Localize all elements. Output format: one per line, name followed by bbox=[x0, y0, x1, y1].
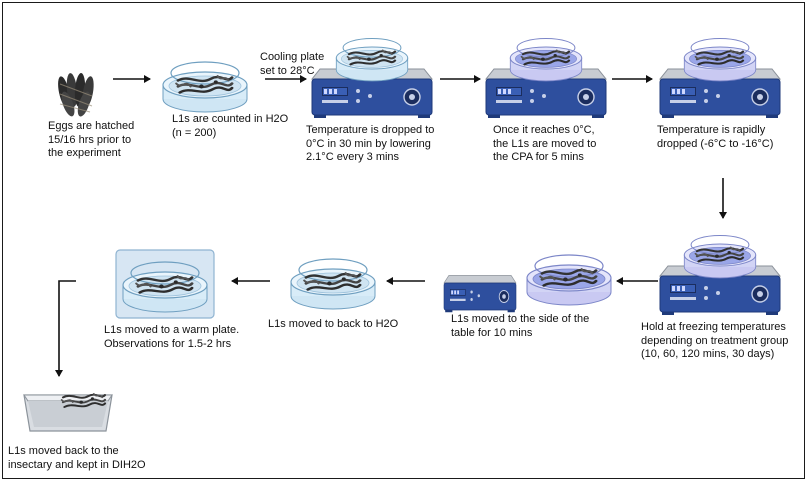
petri-dish-icon bbox=[527, 255, 611, 305]
cooling-plate-label: Cooling plate set to 28°C bbox=[260, 51, 325, 77]
petri-dish-icon bbox=[291, 259, 375, 309]
egg-cluster-icon bbox=[58, 73, 94, 117]
insectary-tray-icon bbox=[23, 392, 113, 432]
step-insectary-label: L1s moved back to the insectary and kept… bbox=[8, 445, 146, 471]
step-warm-label: L1s moved to a warm plate. Observations … bbox=[104, 324, 240, 350]
step-back-h2o-label: L1s moved to back to H2O bbox=[268, 318, 399, 330]
step-eggs-label: Eggs are hatched 15/16 hrs prior to the … bbox=[48, 120, 135, 159]
step-count-label: L1s are counted in H2O (n = 200) bbox=[172, 113, 289, 139]
petri-dish-icon bbox=[336, 38, 407, 80]
step-cpa-label: Once it reaches 0°C, the L1s are moved t… bbox=[493, 124, 597, 163]
warm-plate-box-icon bbox=[115, 249, 215, 319]
petri-dish-icon bbox=[684, 38, 755, 80]
petri-dish-icon bbox=[510, 38, 581, 80]
step-hold-label: Hold at freezing temperatures depending … bbox=[641, 321, 789, 360]
petri-dish-icon bbox=[684, 235, 755, 278]
petri-dish-icon bbox=[163, 62, 247, 112]
step-drop-label: Temperature is dropped to 0°C in 30 min … bbox=[306, 124, 435, 163]
arrow-icon bbox=[55, 75, 727, 377]
hot-plate-icon bbox=[443, 274, 517, 313]
step-side-label: L1s moved to the side of the table for 1… bbox=[451, 313, 590, 339]
step-rapid-label: Temperature is rapidly dropped (-6°C to … bbox=[657, 124, 774, 150]
